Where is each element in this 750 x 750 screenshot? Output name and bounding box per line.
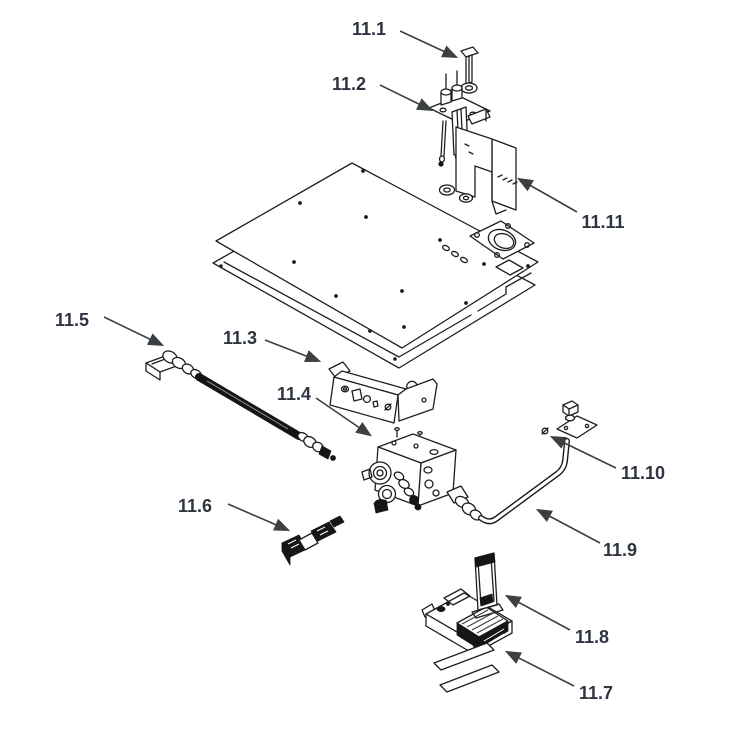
part-grommets	[438, 184, 474, 203]
callout-label-11-2: 11.2	[332, 74, 366, 94]
callout-label-11-8: 11.8	[575, 627, 609, 647]
leader-lines	[103, 30, 617, 687]
part-gas-valve	[361, 427, 457, 514]
callout-label-11-3: 11.3	[223, 328, 257, 348]
part-switch	[281, 515, 345, 566]
callout-labels: 11.1 11.2 11.3 11.4 11.5 11.6 11.7 11.8 …	[55, 19, 665, 703]
part-gas-pipe	[446, 438, 570, 525]
part-gasket-strips	[433, 642, 500, 693]
part-burner-flange	[469, 220, 535, 260]
callout-label-11-10: 11.10	[621, 463, 665, 483]
part-control-module	[421, 552, 513, 655]
callout-label-11-1: 11.1	[352, 19, 386, 39]
part-top-panel	[215, 162, 539, 349]
callout-label-11-4: 11.4	[277, 384, 311, 404]
part-igniter-bracket	[460, 46, 479, 94]
part-orifice-fitting	[541, 400, 598, 439]
callout-label-11-11: 11.11	[581, 212, 624, 232]
callout-label-11-9: 11.9	[603, 540, 637, 560]
callout-label-11-7: 11.7	[579, 683, 613, 703]
part-cover-bracket	[455, 126, 518, 215]
callout-label-11-5: 11.5	[55, 310, 89, 330]
part-gas-hose	[145, 350, 336, 461]
part-mounting-bracket	[328, 361, 438, 424]
callout-label-11-6: 11.6	[178, 496, 212, 516]
